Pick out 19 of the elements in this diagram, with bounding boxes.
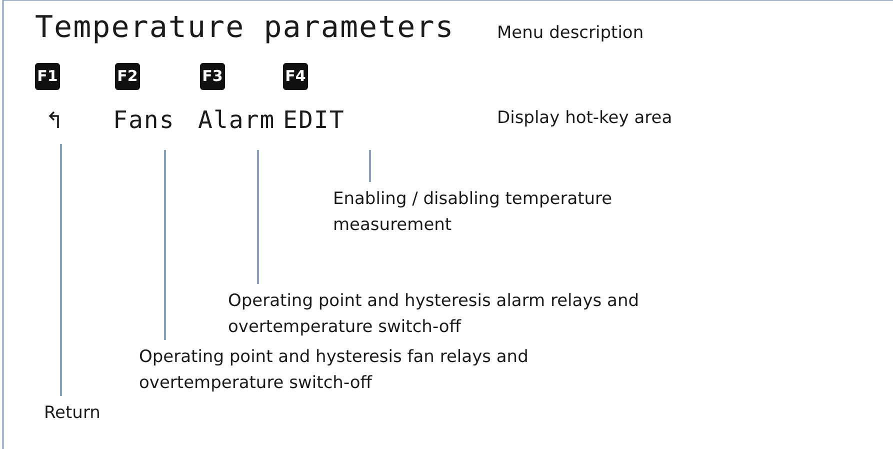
description-text: Operating point and hysteresis fan relays and overtemperature switch-off: [139, 344, 559, 396]
leader-line: [369, 150, 371, 182]
function-key: F4: [283, 63, 308, 90]
annotation-text: Display hot-key area: [497, 107, 672, 130]
function-key: F3: [200, 63, 225, 90]
leader-line: [60, 144, 62, 396]
hot-key-text: Alarm: [198, 106, 276, 134]
hot-key-text: EDIT: [283, 106, 345, 134]
description-text: Operating point and hysteresis alarm relays and overtemperature switch-off: [228, 288, 728, 340]
hot-key-text: Fans: [113, 106, 175, 134]
function-key: F2: [115, 63, 140, 90]
leader-line: [164, 150, 166, 340]
menu-title: Temperature parameters: [35, 10, 454, 46]
leader-line: [257, 150, 259, 284]
description-text: Enabling / disabling temperature measurement: [333, 186, 613, 238]
annotation-text: Menu description: [497, 22, 644, 45]
description-text: Return: [44, 400, 164, 426]
function-key: F1: [35, 63, 60, 90]
return-arrow-icon: [48, 110, 62, 128]
